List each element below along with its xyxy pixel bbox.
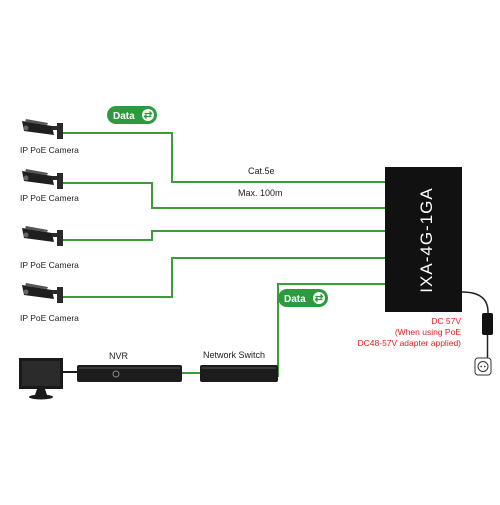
cable-distance-label: Max. 100m	[238, 188, 283, 198]
data-badge-bottom: Data	[278, 289, 328, 307]
camera-2-link	[62, 182, 385, 209]
connection-lines	[62, 132, 385, 377]
camera-1-label: IP PoE Camera	[20, 145, 79, 155]
monitor-icon	[19, 358, 77, 400]
camera-icon	[22, 283, 63, 303]
nvr-device: NVR	[77, 351, 182, 382]
switch-uplink	[277, 283, 385, 377]
ixa-device: IXA-4G-1GA	[385, 167, 462, 312]
camera-icon	[22, 119, 63, 139]
power-note: DC 57V (When using PoE DC48-57V adapter …	[358, 316, 462, 348]
camera-1-link	[62, 132, 385, 183]
cable-type-label: Cat.5e	[248, 166, 275, 176]
camera-icon	[22, 169, 63, 189]
camera-3-label: IP PoE Camera	[20, 260, 79, 270]
nvr-label: NVR	[109, 351, 129, 361]
power-note-line2: (When using PoE	[395, 327, 461, 337]
power-outlet	[474, 357, 492, 376]
svg-text:Data: Data	[284, 294, 306, 305]
network-switch-device: Network Switch	[200, 350, 278, 382]
camera-3-link	[62, 230, 385, 241]
nvr-power-icon	[112, 370, 120, 378]
camera-1: IP PoE Camera	[20, 119, 79, 155]
camera-2: IP PoE Camera	[20, 169, 79, 203]
camera-4: IP PoE Camera	[20, 283, 79, 323]
camera-3: IP PoE Camera	[20, 226, 79, 270]
power-voltage: DC 57V	[431, 316, 461, 326]
camera-4-link	[62, 257, 385, 298]
camera-4-label: IP PoE Camera	[20, 313, 79, 323]
power-note-line3: DC48-57V adapter applied)	[358, 338, 462, 348]
data-badge-top: Data	[107, 106, 157, 124]
svg-text:Data: Data	[113, 111, 135, 122]
camera-2-label: IP PoE Camera	[20, 193, 79, 203]
power-cable	[461, 291, 493, 376]
camera-icon	[22, 226, 63, 246]
bidirectional-arrows-icon	[313, 292, 325, 304]
bidirectional-arrows-icon	[142, 109, 154, 121]
power-adapter	[482, 313, 493, 335]
device-label: IXA-4G-1GA	[417, 187, 436, 292]
outlet-icon	[477, 361, 489, 372]
network-switch-label: Network Switch	[203, 350, 265, 360]
